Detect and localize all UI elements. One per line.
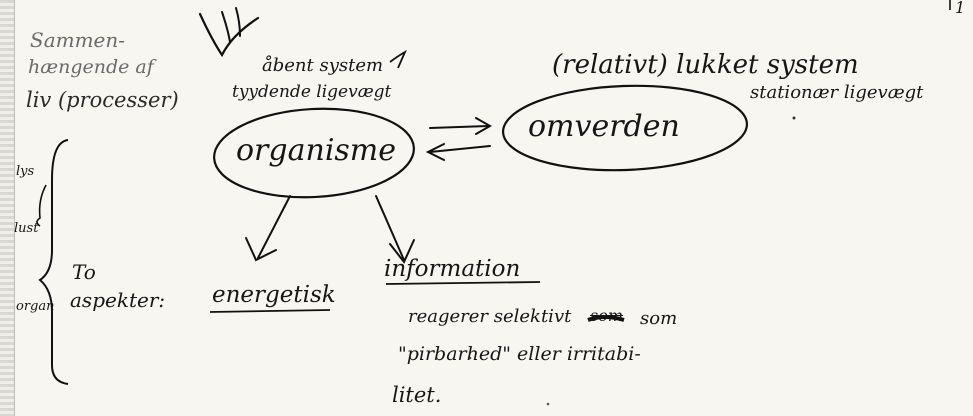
margin-label-3: organ: [16, 299, 55, 314]
info-note-line1-struck: som: [590, 306, 624, 325]
check-scribble: [198, 12, 260, 58]
left-bracket: [38, 139, 69, 385]
arrow-right: [429, 117, 493, 135]
info-note-line1: reagerer selektivt: [408, 306, 572, 327]
page-number: 1: [955, 0, 966, 17]
info-note-line3: litet.: [392, 383, 442, 407]
aspects-label-line2: aspekter:: [70, 288, 166, 312]
top-right-note-line1: (relativt) lukket system: [552, 50, 859, 80]
margin-label-1: lys: [16, 164, 35, 179]
info-note-line2: "pirbarhed" eller irritabi-: [398, 343, 641, 365]
binding-edge: [0, 0, 15, 416]
underline-energetisk: [209, 309, 331, 313]
note-slant-stroke: [389, 49, 407, 69]
node-organisme: organisme: [236, 133, 397, 168]
small-bracket: [36, 184, 47, 227]
strike-mark: [587, 315, 625, 322]
left-note-line1: Sammen-: [30, 28, 126, 52]
omverden-ellipse: [501, 84, 749, 172]
branch-energetisk: energetisk: [212, 282, 336, 308]
node-omverden: omverden: [528, 109, 680, 144]
top-left-note-line2: tyydende ligevægt: [232, 82, 392, 102]
organisme-ellipse: [213, 107, 415, 199]
left-note-line2: hængende af: [28, 56, 154, 78]
underline-information: [385, 281, 541, 285]
top-left-note-line1: åbent system: [262, 55, 384, 76]
branch-arrow-left: [245, 195, 291, 262]
branch-arrow-right: [375, 195, 415, 264]
aspects-label-line1: To: [72, 260, 96, 284]
margin-label-2: lust: [14, 221, 39, 236]
branch-information: information: [384, 256, 521, 282]
info-note-line1-tail: som: [640, 308, 678, 329]
left-note-line3: liv (processer): [26, 88, 179, 112]
top-right-note-line2: stationær ligevægt: [750, 82, 924, 103]
arrow-left: [425, 143, 491, 161]
